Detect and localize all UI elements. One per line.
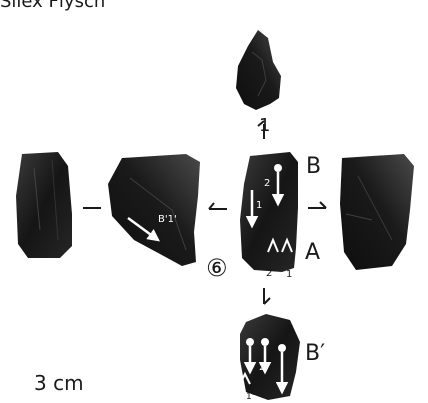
scar-label-left-view: B'1'	[158, 214, 177, 225]
flint-top-view	[236, 30, 281, 110]
flint-far-left-view	[16, 152, 72, 258]
scar-label-bottom-lower: 1'	[246, 392, 254, 402]
scar-label-center-left: 1	[256, 200, 262, 211]
flint-right-view	[340, 154, 414, 270]
face-label-b-prime: B′	[305, 341, 325, 366]
flint-bottom-view: 2 1'	[240, 314, 300, 402]
flint-left-view: B'1'	[108, 154, 200, 266]
circled-number: ⑥	[206, 254, 228, 282]
scar-label-bottom-upper: 2	[259, 362, 265, 373]
scar-label-center-bottom-left: 2	[266, 268, 272, 279]
scale-bar-label: 3 cm	[34, 371, 84, 395]
face-label-b: B	[306, 154, 321, 179]
scar-label-center-upper: 2	[264, 178, 270, 189]
face-label-a: A	[305, 240, 320, 265]
flint-center-view: 2 1	[240, 152, 298, 272]
top-number: 1	[259, 115, 270, 136]
scar-label-center-bottom-right: 1	[286, 269, 292, 280]
